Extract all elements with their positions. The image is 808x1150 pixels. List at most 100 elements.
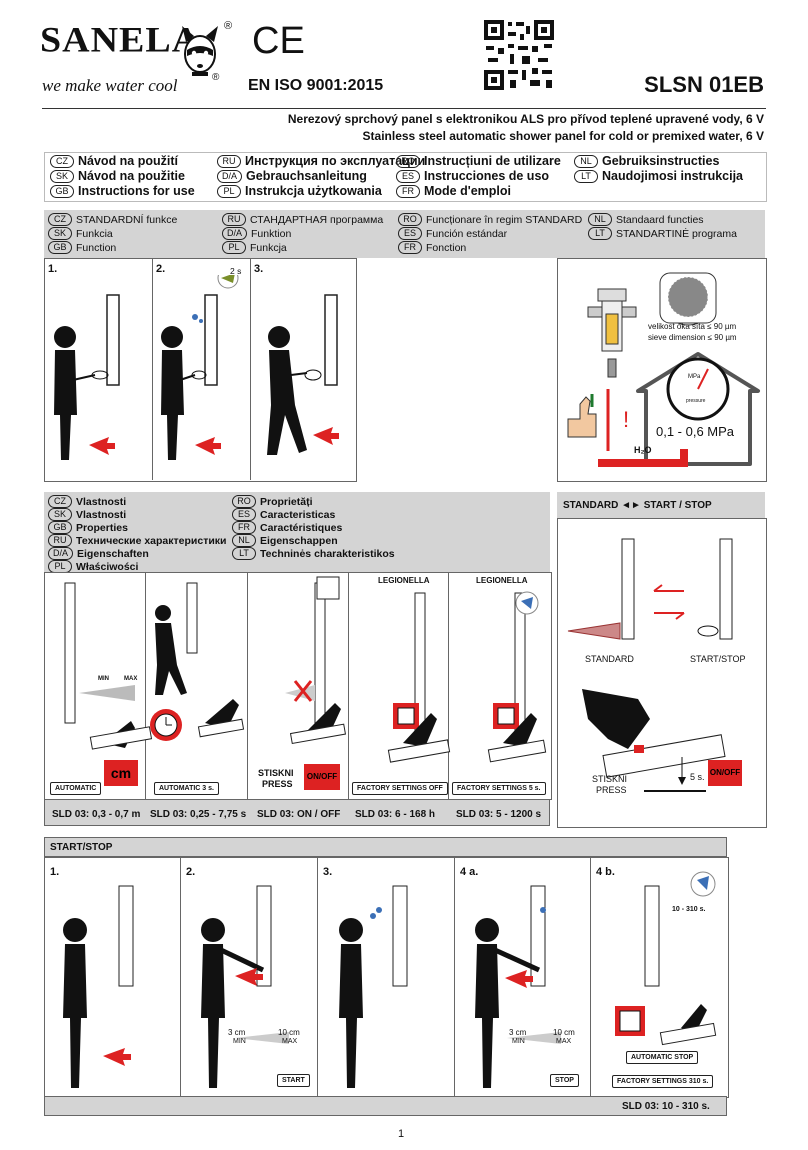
legionella-label: LEGIONELLA bbox=[476, 576, 528, 585]
tagline-registered-mark: ® bbox=[212, 72, 220, 83]
sld-value: SLD 03: 10 - 310 s. bbox=[622, 1101, 710, 1112]
step-number: 2. bbox=[156, 263, 166, 275]
pressure-illustration bbox=[567, 272, 760, 467]
startstop-illustrations bbox=[63, 871, 717, 1088]
min-label: MIN bbox=[98, 676, 109, 682]
timer-range: 10 - 310 s. bbox=[672, 906, 706, 913]
automatic-3s-tag: AUTOMATIC 3 s. bbox=[154, 782, 219, 795]
cm-badge: cm bbox=[104, 760, 138, 786]
min-label: MIN bbox=[233, 1038, 246, 1045]
raccoon-mascot-icon bbox=[182, 26, 218, 76]
automatic-tag: AUTOMATIC bbox=[50, 782, 102, 795]
brand-registered-mark: ® bbox=[224, 20, 233, 32]
standard-illustration bbox=[567, 538, 733, 792]
range-left: 3 cm bbox=[509, 1028, 527, 1037]
subtitle-cz: Nerezový sprchový panel s elektronikou A… bbox=[287, 112, 764, 126]
standard-label: STANDARD bbox=[585, 654, 634, 664]
step-number: 3. bbox=[254, 263, 264, 275]
divider bbox=[152, 258, 153, 480]
step-number: 4 a. bbox=[460, 866, 479, 878]
divider bbox=[145, 572, 146, 826]
startstop-panel bbox=[44, 857, 729, 1098]
sld-band bbox=[44, 799, 550, 826]
sieve-label-en: sieve dimension ≤ 90 µm bbox=[648, 333, 737, 342]
range-left: 3 cm bbox=[228, 1028, 246, 1037]
step-number: 4 b. bbox=[596, 866, 615, 878]
press-cz: STISKNI bbox=[258, 768, 294, 778]
startstop-header-band bbox=[44, 837, 727, 857]
divider bbox=[590, 857, 591, 1096]
sld-value: SLD 03: 0,3 - 0,7 m bbox=[52, 809, 141, 820]
properties-header-band bbox=[44, 492, 550, 572]
legionella-label: LEGIONELLA bbox=[378, 576, 430, 585]
startstop-label: START/STOP bbox=[690, 654, 746, 664]
brand-tagline: we make water cool bbox=[42, 76, 178, 95]
gauge-sub: pressure bbox=[686, 398, 706, 404]
startstop-sld-band bbox=[44, 1096, 727, 1116]
divider bbox=[448, 572, 449, 826]
sld-value: SLD 03: ON / OFF bbox=[257, 809, 341, 820]
model-number: SLSN 01EB bbox=[644, 72, 764, 97]
iso-certification: EN ISO 9001:2015 bbox=[248, 77, 384, 94]
ce-mark: CE bbox=[252, 20, 305, 62]
timer-label: 2 s bbox=[230, 266, 242, 276]
divider bbox=[180, 857, 181, 1096]
stop-button[interactable]: STOP bbox=[550, 1074, 579, 1087]
divider bbox=[317, 857, 318, 1096]
water-label: H₂O bbox=[634, 445, 652, 455]
press-en: PRESS bbox=[596, 785, 627, 795]
qr-code-icon bbox=[482, 18, 556, 92]
onoff-badge: ON/OFF bbox=[708, 760, 742, 786]
sieve-label-cz: velikost oka síta ≤ 90 µm bbox=[648, 322, 737, 331]
gauge-unit: MPa bbox=[688, 374, 701, 380]
step-number: 2. bbox=[186, 866, 196, 878]
properties-illustrations bbox=[64, 576, 547, 763]
standard-title: STANDARD ◄► START / STOP bbox=[563, 500, 712, 511]
standard-header-band bbox=[557, 492, 765, 518]
sld-value: SLD 03: 5 - 1200 s bbox=[456, 809, 542, 820]
onoff-badge: ON/OFF bbox=[304, 764, 340, 790]
factory-310-tag: FACTORY SETTINGS 310 s. bbox=[612, 1075, 714, 1088]
range-right: 10 cm bbox=[553, 1028, 575, 1037]
start-button[interactable]: START bbox=[277, 1074, 310, 1087]
step-number: 1. bbox=[50, 866, 60, 878]
press-en: PRESS bbox=[262, 779, 293, 789]
startstop-title: START/STOP bbox=[50, 842, 113, 853]
divider bbox=[454, 857, 455, 1096]
time-label: 5 s. bbox=[690, 772, 705, 782]
max-label: MAX bbox=[124, 676, 138, 682]
step-number: 3. bbox=[323, 866, 333, 878]
pressure-range: 0,1 - 0,6 MPa bbox=[656, 424, 735, 439]
subtitle-en: Stainless steel automatic shower panel f… bbox=[362, 129, 764, 143]
divider bbox=[348, 572, 349, 826]
min-label: MIN bbox=[512, 1038, 525, 1045]
factory-5s-tag: FACTORY SETTINGS 5 s. bbox=[452, 782, 546, 795]
max-label: MAX bbox=[556, 1038, 572, 1045]
page-number: 1 bbox=[398, 1128, 405, 1140]
press-cz: STISKNI bbox=[592, 774, 628, 784]
range-right: 10 cm bbox=[278, 1028, 300, 1037]
language-list bbox=[44, 152, 767, 202]
